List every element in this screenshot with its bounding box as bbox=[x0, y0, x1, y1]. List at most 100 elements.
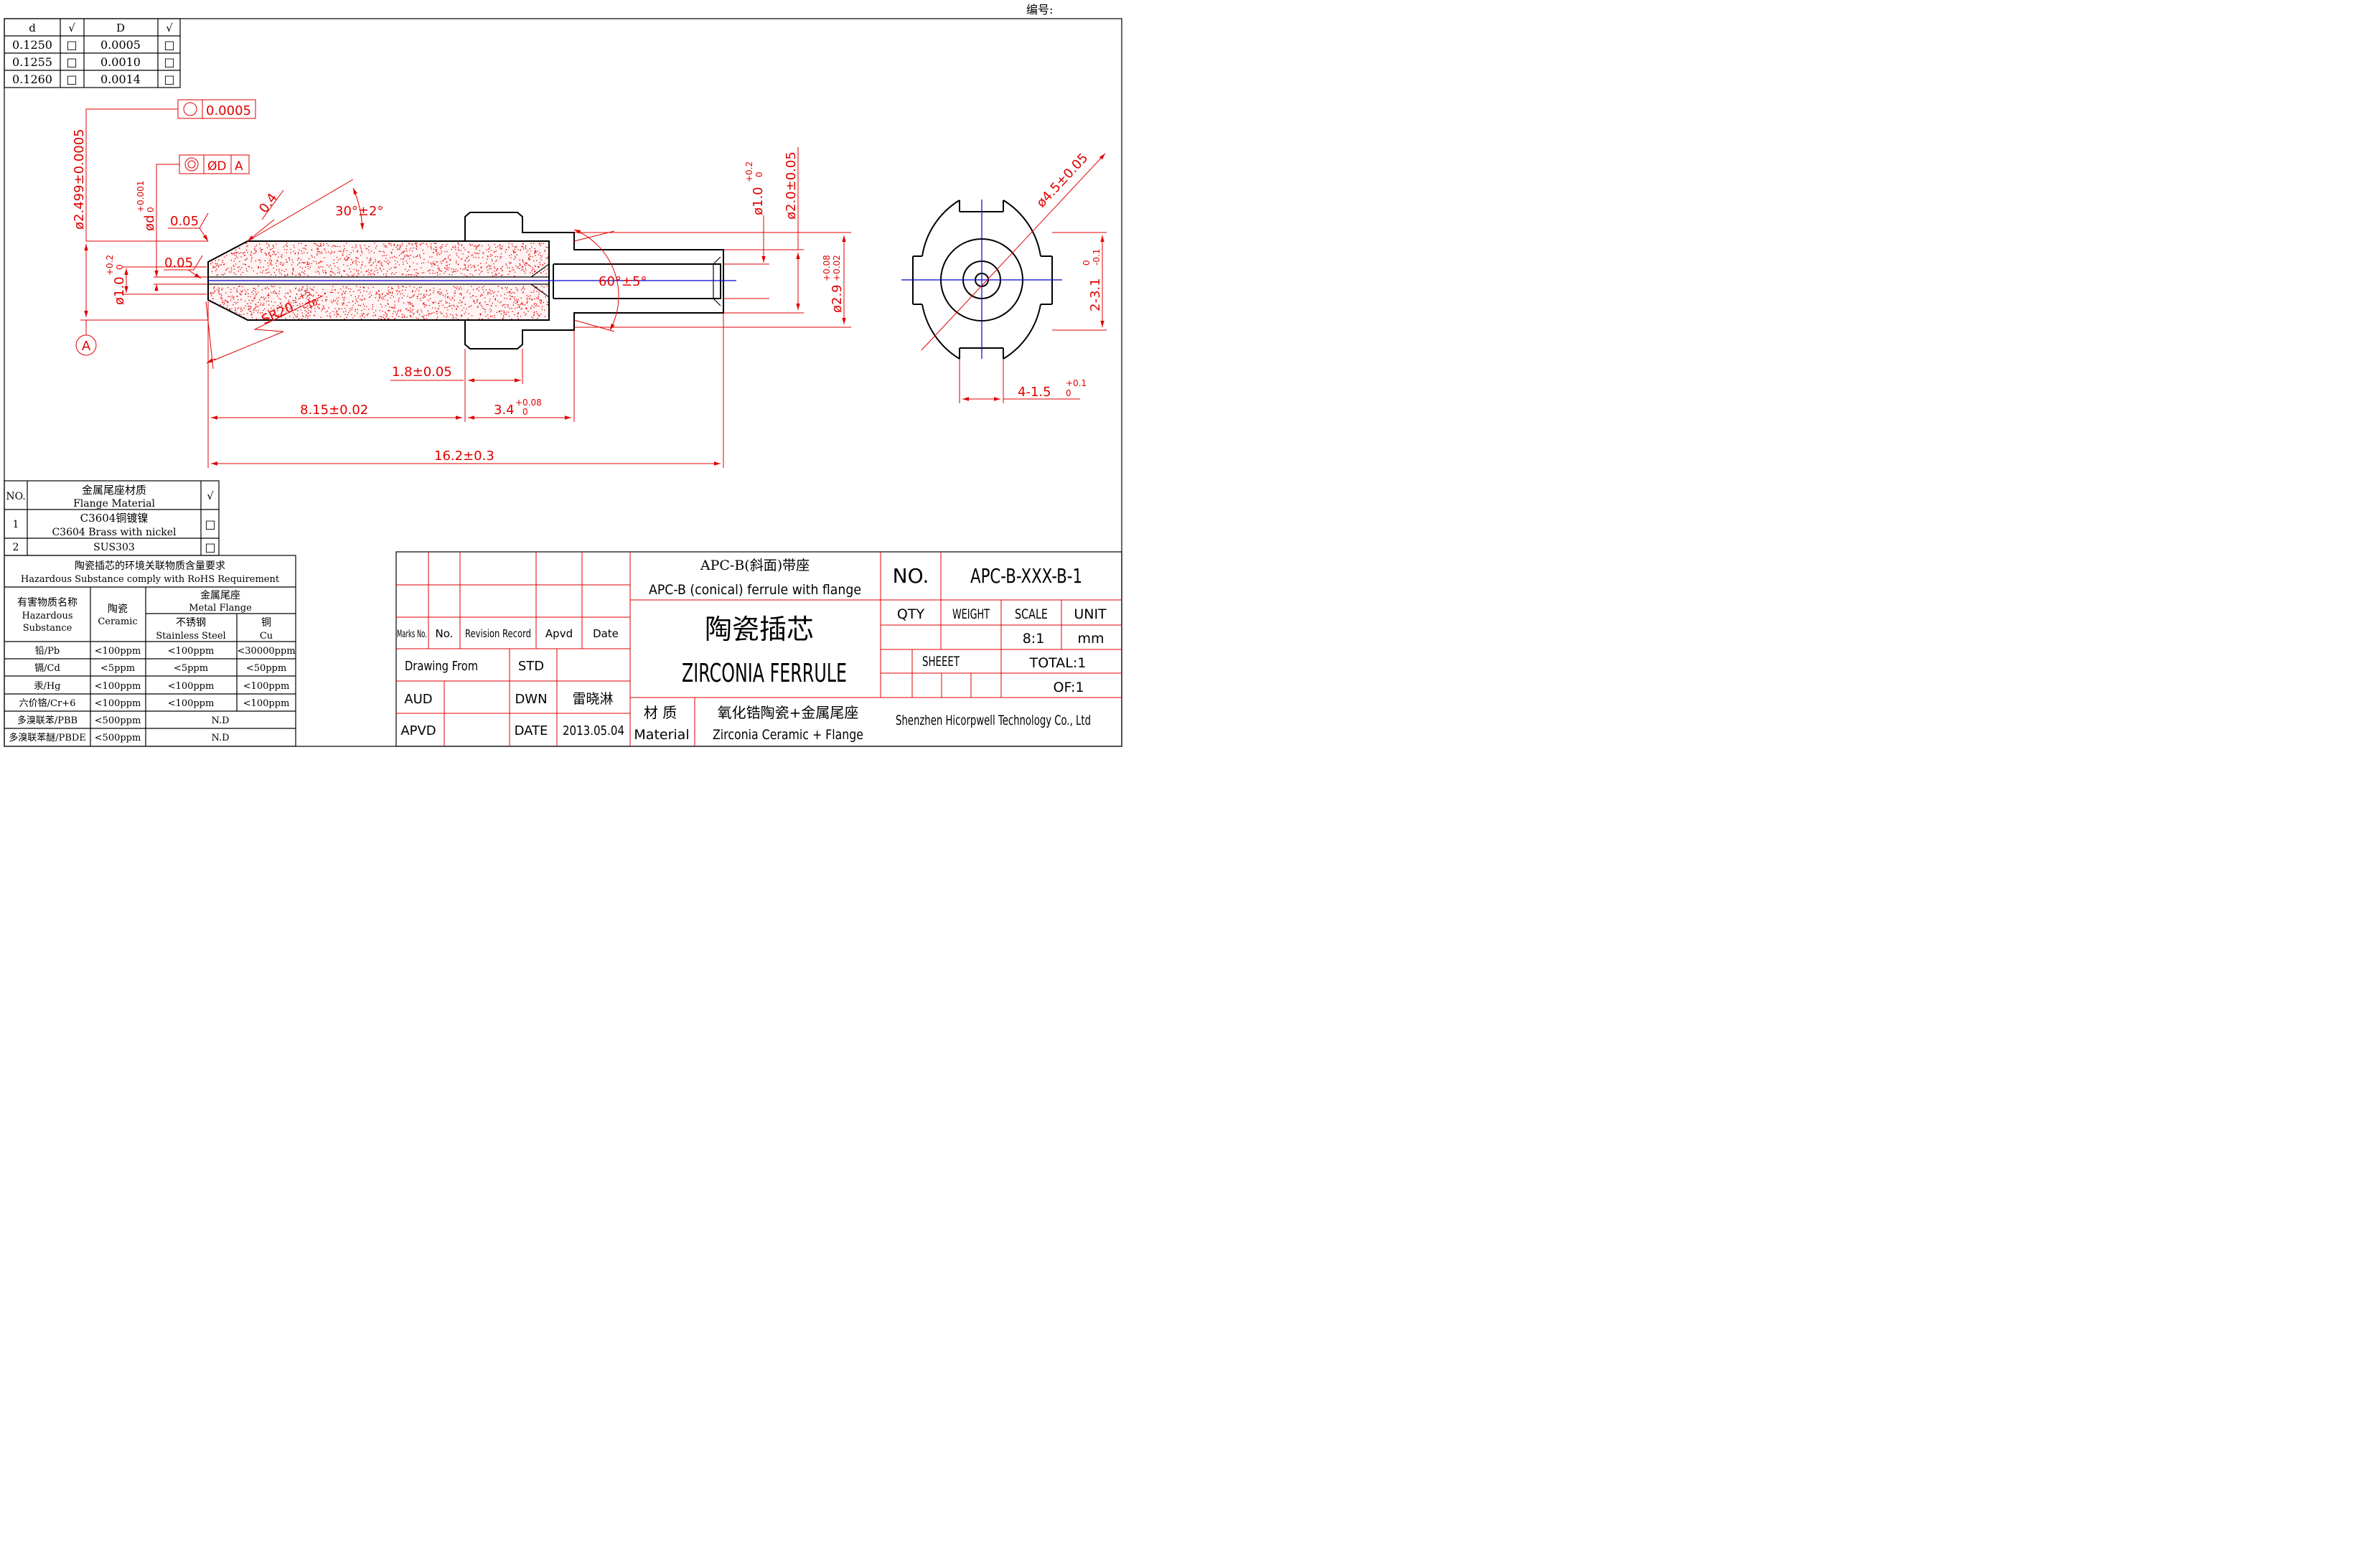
stipple-dot bbox=[519, 268, 520, 269]
stipple-dot bbox=[319, 262, 320, 263]
stipple-dot bbox=[344, 292, 345, 294]
stipple-dot bbox=[461, 301, 463, 303]
stipple-dot bbox=[291, 259, 293, 260]
stipple-dot bbox=[271, 264, 273, 266]
tol-checkbox[interactable]: □ bbox=[66, 72, 77, 86]
stipple-dot bbox=[250, 258, 253, 260]
stipple-dot bbox=[377, 318, 380, 319]
chamfer-04: 0.4 bbox=[256, 190, 281, 216]
stipple-dot bbox=[320, 316, 322, 318]
stipple-dot bbox=[250, 314, 252, 316]
tol-checkbox[interactable]: □ bbox=[164, 72, 174, 86]
stipple-dot bbox=[431, 256, 433, 258]
stipple-dot bbox=[436, 250, 438, 252]
stipple-dot bbox=[514, 292, 515, 294]
tol-checkbox[interactable]: □ bbox=[66, 38, 77, 52]
stipple-dot bbox=[456, 308, 457, 309]
stipple-dot bbox=[316, 248, 318, 250]
stipple-dot bbox=[306, 297, 307, 299]
stipple-dot bbox=[486, 304, 487, 305]
stipple-dot bbox=[441, 271, 442, 272]
fm-checkbox[interactable]: □ bbox=[205, 517, 215, 531]
stipple-dot bbox=[441, 263, 443, 264]
stipple-dot bbox=[250, 311, 252, 312]
stipple-dot bbox=[231, 269, 233, 271]
stipple-dot bbox=[316, 253, 318, 255]
stipple-dot bbox=[470, 264, 472, 266]
stipple-dot bbox=[295, 300, 296, 301]
stipple-dot bbox=[391, 287, 393, 288]
stipple-dot bbox=[340, 288, 342, 290]
stipple-dot bbox=[233, 260, 235, 262]
stipple-dot bbox=[276, 260, 278, 262]
stipple-dot bbox=[317, 306, 319, 307]
stipple-dot bbox=[235, 309, 236, 311]
stipple-dot bbox=[446, 250, 448, 253]
rohs-table: 陶瓷插芯的环境关联物质含量要求 Hazardous Substance comp… bbox=[4, 555, 296, 747]
stipple-dot bbox=[384, 260, 385, 262]
stipple-dot bbox=[339, 245, 341, 248]
stipple-dot bbox=[355, 303, 356, 304]
stipple-dot bbox=[313, 260, 314, 262]
stipple-dot bbox=[436, 261, 438, 263]
tb-date-value: 2013.05.04 bbox=[563, 723, 624, 738]
stipple-dot bbox=[251, 291, 253, 293]
stipple-dot bbox=[403, 258, 404, 259]
tol-checkbox[interactable]: □ bbox=[164, 38, 174, 52]
stipple-dot bbox=[429, 289, 431, 291]
stipple-dot bbox=[383, 273, 385, 276]
stipple-dot bbox=[522, 304, 524, 306]
stipple-dot bbox=[291, 306, 292, 307]
stipple-dot bbox=[301, 262, 303, 263]
tb-desc-cn: APC-B(斜面)带座 bbox=[700, 558, 810, 573]
stipple-dot bbox=[362, 261, 363, 263]
stipple-dot bbox=[533, 291, 534, 294]
stipple-dot bbox=[344, 308, 346, 309]
rohs-name: 多溴联苯/PBB bbox=[17, 715, 78, 726]
stipple-dot bbox=[329, 291, 332, 294]
stipple-dot bbox=[276, 293, 278, 294]
stipple-dot bbox=[301, 315, 304, 316]
stipple-dot bbox=[301, 271, 303, 273]
stipple-dot bbox=[523, 271, 525, 272]
stipple-dot bbox=[360, 246, 362, 248]
stipple-dot bbox=[418, 254, 421, 255]
stipple-dot bbox=[255, 250, 257, 253]
stipple-dot bbox=[522, 292, 524, 294]
stipple-dot bbox=[414, 274, 416, 276]
fm-checkbox[interactable]: □ bbox=[205, 540, 215, 554]
stipple-dot bbox=[436, 248, 437, 250]
stipple-dot bbox=[465, 311, 466, 313]
stipple-dot bbox=[484, 301, 486, 303]
stipple-dot bbox=[505, 251, 506, 253]
tol-checkbox[interactable]: □ bbox=[164, 55, 174, 69]
stipple-dot bbox=[383, 268, 385, 270]
tol-checkbox[interactable]: □ bbox=[66, 55, 77, 69]
stipple-dot bbox=[362, 295, 363, 296]
stipple-dot bbox=[428, 305, 430, 306]
stipple-dot bbox=[480, 295, 482, 296]
stipple-dot bbox=[276, 269, 277, 271]
stipple-dot bbox=[546, 268, 548, 270]
stipple-dot bbox=[266, 286, 268, 288]
stipple-dot bbox=[432, 301, 433, 304]
stipple-dot bbox=[401, 251, 403, 253]
stipple-dot bbox=[218, 266, 220, 268]
stipple-dot bbox=[449, 303, 450, 304]
stipple-dot bbox=[303, 306, 304, 308]
stipple-dot bbox=[299, 298, 301, 299]
stipple-dot bbox=[307, 305, 309, 306]
stipple-dot bbox=[312, 301, 314, 303]
stipple-dot bbox=[429, 256, 431, 258]
stipple-dot bbox=[309, 266, 311, 268]
rohs-cu: <100ppm bbox=[243, 681, 290, 692]
stipple-dot bbox=[285, 318, 286, 319]
stipple-dot bbox=[408, 301, 410, 304]
stipple-dot bbox=[245, 268, 247, 270]
stipple-dot bbox=[526, 251, 527, 253]
stipple-dot bbox=[224, 273, 225, 275]
stipple-dot bbox=[388, 291, 389, 293]
bore-d-minus: 0 bbox=[146, 207, 156, 212]
stipple-dot bbox=[301, 289, 302, 291]
stipple-dot bbox=[447, 297, 449, 299]
